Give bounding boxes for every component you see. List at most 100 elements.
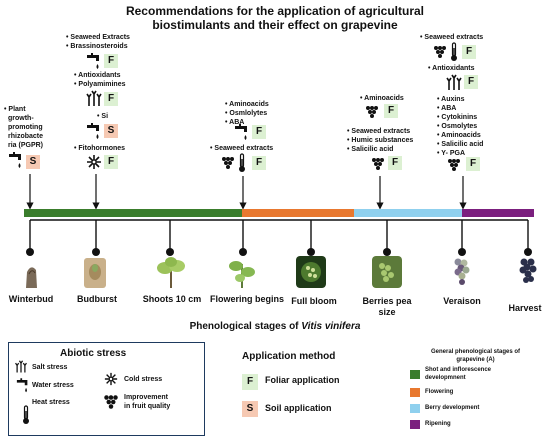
fruit-quality-label: Improvement in fruit quality [124, 394, 171, 410]
berries-group-2: • Seaweed extracts • Humic substances • … [347, 128, 414, 153]
abiotic-stress-legend [8, 342, 205, 436]
foliar-badge: F [384, 104, 398, 118]
budburst-item: Fitohormones [78, 145, 126, 152]
budburst-group-3: • Si [97, 113, 109, 120]
bar-shoot-development [24, 209, 242, 217]
diagram-title: Recommendations for the application of a… [0, 4, 550, 32]
general-stage-shoot: Shot and inflorescence developmnent [425, 367, 492, 381]
winterbud-item: promoting [8, 124, 43, 131]
berries-pea-image [372, 256, 402, 288]
title-line-1: Recommendations for the application of a… [125, 4, 425, 18]
grape-cluster-icon [366, 106, 378, 118]
stage-label-flowering-begins: Flowering begins [209, 294, 284, 304]
water-stress-icon [9, 152, 21, 168]
veraison-item: Osmolytes [441, 123, 478, 130]
general-stage-ripening: Ripening [425, 421, 451, 427]
salt-stress-icon [86, 90, 102, 106]
veraison-item: Antioxidants [432, 65, 475, 72]
heat-stress-icon [451, 42, 457, 61]
flowering-item: Osmlolytes [229, 110, 268, 117]
water-stress-icon [16, 378, 28, 393]
winterbud-item: rhizobacte [8, 133, 44, 140]
bar-berry-development [354, 209, 462, 217]
cold-stress-icon [87, 155, 101, 169]
grape-cluster-icon [372, 158, 384, 170]
flowering-group-2: • Seaweed extracts [210, 145, 274, 152]
foliar-legend-badge: F [242, 374, 258, 390]
heat-stress-label: Heat stress [32, 399, 70, 406]
soil-badge: S [26, 155, 40, 169]
foliar-application-label: Foliar application [265, 375, 340, 385]
veraison-item: ABA [441, 105, 457, 112]
water-stress-icon [235, 124, 247, 140]
foliar-badge: F [104, 54, 118, 68]
grape-cluster-icon [222, 157, 234, 169]
water-stress-label: Water stress [32, 382, 74, 389]
winterbud-item: ria (PGPR) [8, 142, 44, 149]
grape-cluster-icon [448, 159, 460, 171]
foliar-badge: F [104, 155, 118, 169]
budburst-group-1: • Seaweed Extracts • Brassinosteroids [66, 34, 130, 50]
soil-badge: S [104, 124, 118, 138]
foliar-badge: F [104, 92, 118, 106]
foliar-badge: F [466, 157, 480, 171]
budburst-item: Brassinosteroids [70, 43, 128, 50]
foliar-badge: F [388, 156, 402, 170]
soil-legend-badge: S [242, 401, 258, 417]
veraison-image [454, 258, 470, 285]
berries-item: Aminoacids [364, 95, 404, 102]
berries-group-1: • Aminoacids [360, 95, 404, 102]
budburst-item: Antioxidants [78, 72, 121, 79]
stage-label-full-bloom: Full bloom [291, 296, 337, 306]
salt-stress-label: Salt stress [32, 364, 68, 371]
bar-ripening [462, 209, 534, 217]
veraison-item: Aminoacids [441, 132, 481, 139]
budburst-item: Seaweed Extracts [70, 34, 130, 41]
foliar-badge: F [252, 125, 266, 139]
water-stress-icon [87, 123, 99, 139]
grape-cluster-icon [434, 46, 446, 58]
heat-stress-icon [239, 153, 245, 172]
phenology-caption: Phenological stages of Vitis vinifera [189, 321, 361, 332]
general-stages-title: General phenological stages of grapevine… [430, 349, 521, 363]
title-line-2: biostimulants and their effect on grapev… [152, 18, 398, 32]
salt-stress-icon [446, 74, 462, 90]
veraison-item: Auxins [441, 96, 465, 103]
swatch-berry-development [410, 404, 420, 413]
stage-label-winterbud: Winterbud [8, 294, 54, 304]
berries-item: Seaweed extracts [351, 128, 411, 135]
shoots-image [157, 257, 185, 288]
harvest-image [519, 258, 537, 283]
foliar-badge: F [252, 156, 266, 170]
foliar-badge: F [464, 75, 478, 89]
winterbud-item: growth- [8, 115, 34, 122]
swatch-flowering [410, 388, 420, 397]
heat-stress-icon [23, 405, 29, 424]
cold-stress-icon [104, 372, 118, 386]
general-stage-berry: Berry development [425, 405, 480, 411]
flowering-item: Seaweed extracts [214, 145, 274, 152]
flowering-item: ABA [229, 119, 245, 126]
general-stage-flowering: Flowering [425, 389, 454, 395]
veraison-item: Cytokinins [441, 114, 478, 121]
budburst-group-4: • Fitohormones [74, 145, 126, 152]
berries-item: Humic substances [351, 137, 414, 144]
veraison-group-1: • Seaweed extracts [420, 34, 484, 41]
flowering-item: Aminoacids [229, 101, 269, 108]
application-method-title: Application method [242, 351, 336, 362]
swatch-ripening [410, 420, 420, 429]
winterbud-biostimulants: • Plant growth- promoting rhizobacte ria… [4, 106, 44, 149]
grape-cluster-icon [104, 395, 118, 409]
stage-label-veraison: Veraison [443, 296, 481, 306]
swatch-shoot-development [410, 370, 420, 379]
veraison-item: Salicilic acid [441, 141, 484, 148]
timeline-connectors [26, 174, 532, 256]
budburst-item: Si [101, 113, 109, 120]
budburst-item: Polyamimines [78, 81, 126, 88]
winterbud-item: Plant [8, 106, 26, 113]
budburst-image [84, 258, 106, 288]
veraison-group-2: • Antioxidants [428, 65, 475, 72]
abiotic-title: Abiotic stress [60, 348, 127, 359]
veraison-group-3: • Auxins • ABA • Cytokinins • Osmolytes … [437, 96, 484, 157]
